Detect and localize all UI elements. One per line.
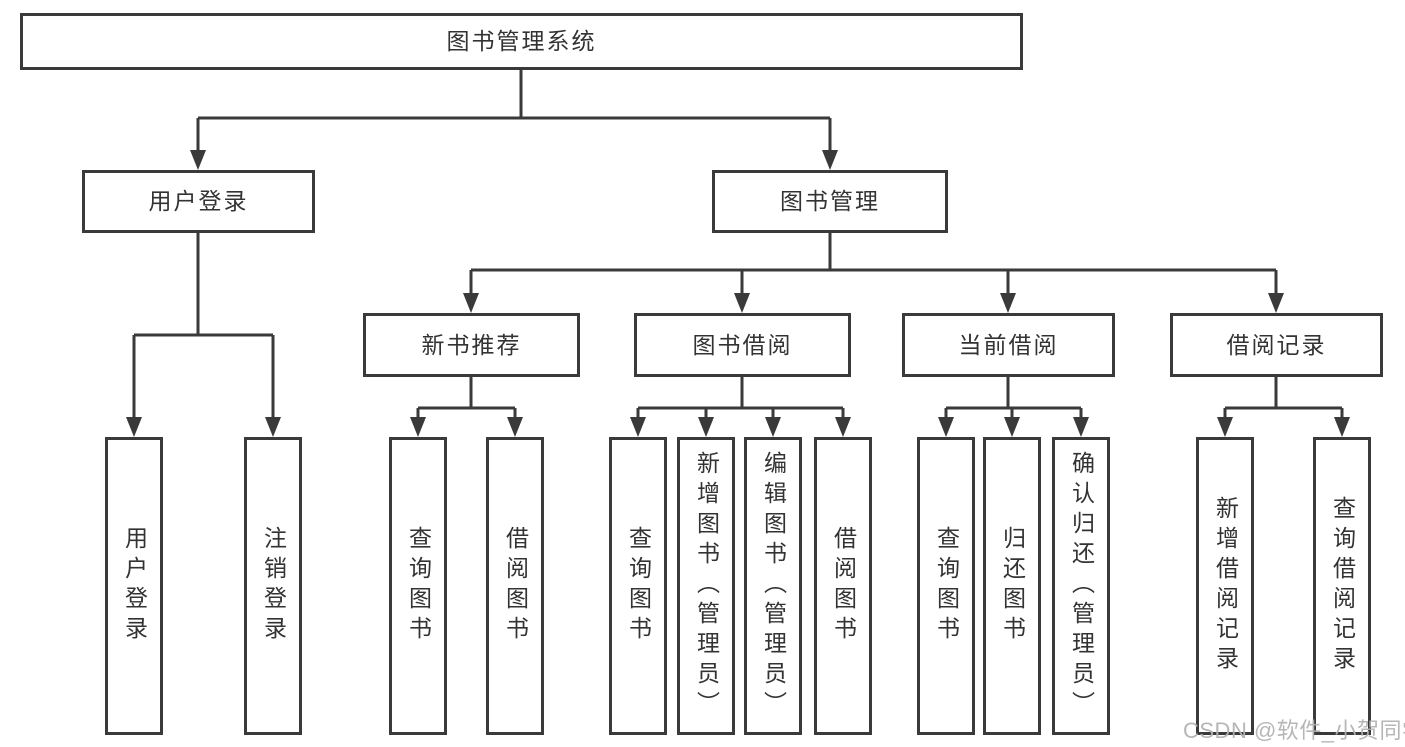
leaf-return-books-label: 归还图书 xyxy=(999,526,1026,646)
leaf-query-books-current: 查询图书 xyxy=(917,437,975,735)
leaf-confirm-return-admin: 确认归还（管理员） xyxy=(1052,437,1110,735)
leaf-borrow-books-borrowing-label: 借阅图书 xyxy=(830,526,857,646)
leaf-query-borrow-record-label: 查询借阅记录 xyxy=(1329,496,1356,676)
leaf-add-borrow-record: 新增借阅记录 xyxy=(1196,437,1254,735)
node-current-borrowing: 当前借阅 xyxy=(902,313,1115,377)
leaf-user-login: 用户登录 xyxy=(105,437,163,735)
leaf-user-login-label: 用户登录 xyxy=(121,526,148,646)
node-borrowing-records: 借阅记录 xyxy=(1170,313,1383,377)
node-library-system-label: 图书管理系统 xyxy=(446,28,597,54)
node-library-system: 图书管理系统 xyxy=(20,13,1023,70)
leaf-query-borrow-record: 查询借阅记录 xyxy=(1313,437,1371,735)
leaf-return-books: 归还图书 xyxy=(983,437,1041,735)
leaf-query-books-borrowing: 查询图书 xyxy=(609,437,667,735)
leaf-query-books-recommend: 查询图书 xyxy=(389,437,447,735)
node-user-login-branch: 用户登录 xyxy=(82,170,315,233)
node-new-book-recommend-label: 新书推荐 xyxy=(421,331,522,358)
node-new-book-recommend: 新书推荐 xyxy=(363,313,580,377)
node-borrowing-records-label: 借阅记录 xyxy=(1226,331,1327,358)
node-book-borrowing: 图书借阅 xyxy=(634,313,851,377)
node-book-borrowing-label: 图书借阅 xyxy=(692,331,793,358)
leaf-confirm-return-admin-label: 确认归还（管理员） xyxy=(1068,451,1095,721)
node-book-management: 图书管理 xyxy=(712,170,948,233)
leaf-borrow-books-recommend: 借阅图书 xyxy=(486,437,544,735)
node-user-login-branch-label: 用户登录 xyxy=(148,188,249,214)
leaf-query-books-current-label: 查询图书 xyxy=(933,526,960,646)
leaf-query-books-recommend-label: 查询图书 xyxy=(405,526,432,646)
leaf-add-books-admin: 新增图书（管理员） xyxy=(677,437,735,735)
leaf-add-books-admin-label: 新增图书（管理员） xyxy=(693,451,720,721)
leaf-borrow-books-borrowing: 借阅图书 xyxy=(814,437,872,735)
leaf-add-borrow-record-label: 新增借阅记录 xyxy=(1212,496,1239,676)
leaf-logout-login: 注销登录 xyxy=(244,437,302,735)
leaf-edit-books-admin-label: 编辑图书（管理员） xyxy=(760,451,787,721)
leaf-edit-books-admin: 编辑图书（管理员） xyxy=(744,437,802,735)
node-current-borrowing-label: 当前借阅 xyxy=(958,331,1059,358)
leaf-logout-login-label: 注销登录 xyxy=(260,526,287,646)
csdn-watermark: CSDN @软件_小贺同学 xyxy=(1183,718,1405,743)
node-book-management-label: 图书管理 xyxy=(780,188,880,214)
leaf-borrow-books-recommend-label: 借阅图书 xyxy=(502,526,529,646)
leaf-query-books-borrowing-label: 查询图书 xyxy=(625,526,652,646)
